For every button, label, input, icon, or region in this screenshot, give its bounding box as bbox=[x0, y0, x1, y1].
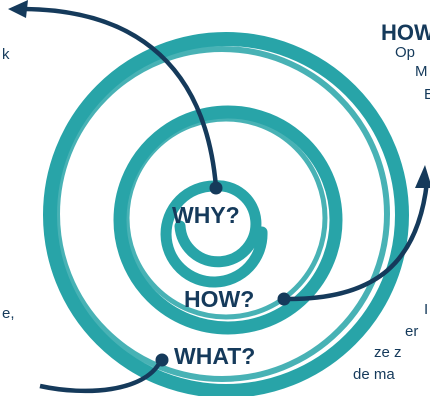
right-heading: HOW bbox=[381, 20, 430, 45]
why-swirl bbox=[160, 180, 268, 288]
how-label: HOW? bbox=[184, 286, 255, 312]
left-text-line-1: k bbox=[2, 46, 10, 63]
left-text-line-2: e, bbox=[2, 305, 15, 322]
why-label: WHY? bbox=[172, 202, 240, 228]
what-dot bbox=[155, 353, 169, 367]
right-text-line-2: M bbox=[415, 63, 428, 80]
what-arrow bbox=[39, 360, 162, 394]
how-ring bbox=[113, 105, 343, 335]
right-text-line-1: Op bbox=[395, 44, 416, 61]
how-dot bbox=[277, 292, 291, 306]
right-text-line-3: E bbox=[424, 86, 430, 103]
what-ring-stroke-2 bbox=[54, 46, 390, 382]
how-arrowhead bbox=[415, 165, 430, 188]
right-text-line-6: ze z bbox=[374, 344, 402, 361]
what-label: WHAT? bbox=[174, 343, 256, 369]
right-text-line-4: I bbox=[424, 301, 429, 318]
how-ring-stroke-2 bbox=[124, 116, 328, 320]
why-dot bbox=[209, 181, 223, 195]
what-ring bbox=[43, 32, 409, 396]
why-arrow bbox=[23, 6, 219, 188]
right-text-line-7: de ma bbox=[353, 366, 395, 383]
why-arrowhead bbox=[8, 0, 28, 18]
how-arrow bbox=[285, 181, 430, 302]
right-text-line-5: er bbox=[405, 323, 419, 340]
